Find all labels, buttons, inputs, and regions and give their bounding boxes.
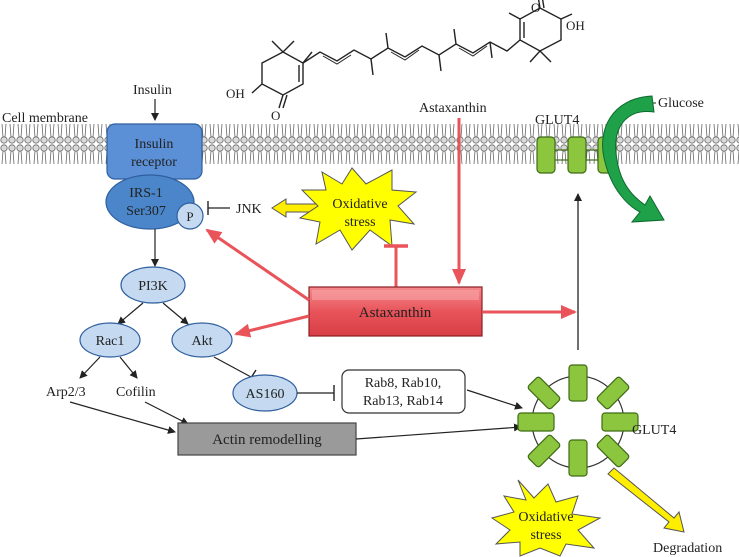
insulin-receptor-label-line1: Insulin xyxy=(135,137,174,152)
arp23-label: Arp2/3 xyxy=(46,385,86,400)
rac1-label: Rac1 xyxy=(96,334,125,349)
rab-label-line2: Rab13, Rab14 xyxy=(363,394,443,409)
pi3k-node xyxy=(120,266,186,304)
cofilin-to-actin-arrow xyxy=(144,401,189,425)
akt-inhibits-as160 xyxy=(213,356,252,378)
jnk-label: JNK xyxy=(236,202,262,217)
as160-label: AS160 xyxy=(246,387,285,402)
rac1-node xyxy=(79,322,141,358)
rac1-to-cofilin-arrow xyxy=(119,356,138,379)
astaxanthin-center-label: Astaxanthin xyxy=(359,305,432,321)
akt-node xyxy=(171,322,233,358)
oxidative-stress-top-label-line1: Oxidative xyxy=(332,197,387,212)
cofilin-label: Cofilin xyxy=(116,385,156,400)
oxidative-stress-top-label-line2: stress xyxy=(344,215,375,230)
phospho-node xyxy=(176,202,204,230)
insulin-label: Insulin xyxy=(133,83,172,98)
glut4-vesicle-label: GLUT4 xyxy=(632,423,676,438)
glucose-label: Glucose xyxy=(658,96,704,111)
rab-to-glut4-vesicle-arrow xyxy=(466,389,523,410)
o-label-left: O xyxy=(271,108,280,123)
rab-label-line1: Rab8, Rab10, xyxy=(365,376,442,391)
astaxanthin-to-irs1-arrow xyxy=(205,228,310,302)
glut4-membrane-unit-1 xyxy=(536,136,556,174)
cell-membrane-label: Cell membrane xyxy=(2,111,88,126)
irs1-node xyxy=(105,174,195,230)
oh-label-left: OH xyxy=(226,86,245,101)
akt-label: Akt xyxy=(192,334,213,349)
irs1-label-line2: Ser307 xyxy=(126,204,166,219)
glucose-arrow xyxy=(602,95,665,223)
oxidative-stress-bottom-label-line1: Oxidative xyxy=(518,510,573,525)
glut4-membrane-label: GLUT4 xyxy=(535,113,579,128)
glut4-vesicle-transporters xyxy=(517,364,639,477)
astaxanthin-structure xyxy=(251,0,573,109)
pi3k-to-rac1-arrow xyxy=(117,302,144,325)
rac1-to-arp23-arrow xyxy=(79,356,101,379)
phospho-label: P xyxy=(186,209,193,224)
oxidative-stress-bottom-label-line2: stress xyxy=(530,528,561,543)
oxidative-stress-bottom-star xyxy=(490,479,602,557)
insulin-receptor-label-line2: receptor xyxy=(131,155,177,170)
degradation-label: Degradation xyxy=(653,541,722,556)
astaxanthin-top-label: Astaxanthin xyxy=(419,101,487,116)
oh-label-right: OH xyxy=(566,18,585,33)
yellow-arrow-to-degradation xyxy=(607,467,685,533)
pi3k-label: PI3K xyxy=(138,279,168,294)
actin-to-glut4-vesicle-arrow xyxy=(355,423,522,440)
rab-proteins-box xyxy=(341,369,466,414)
irs1-label-line1: IRS-1 xyxy=(129,186,162,201)
arp23-to-actin-arrow xyxy=(69,401,176,434)
glut4-membrane-unit-2 xyxy=(567,136,587,174)
actin-remodelling-label: Actin remodelling xyxy=(212,432,322,448)
oxidative-stress-top-star xyxy=(298,167,418,251)
astaxanthin-to-akt-arrow xyxy=(234,314,310,338)
o-label-right: O xyxy=(531,0,540,15)
pi3k-to-akt-arrow xyxy=(162,302,189,325)
